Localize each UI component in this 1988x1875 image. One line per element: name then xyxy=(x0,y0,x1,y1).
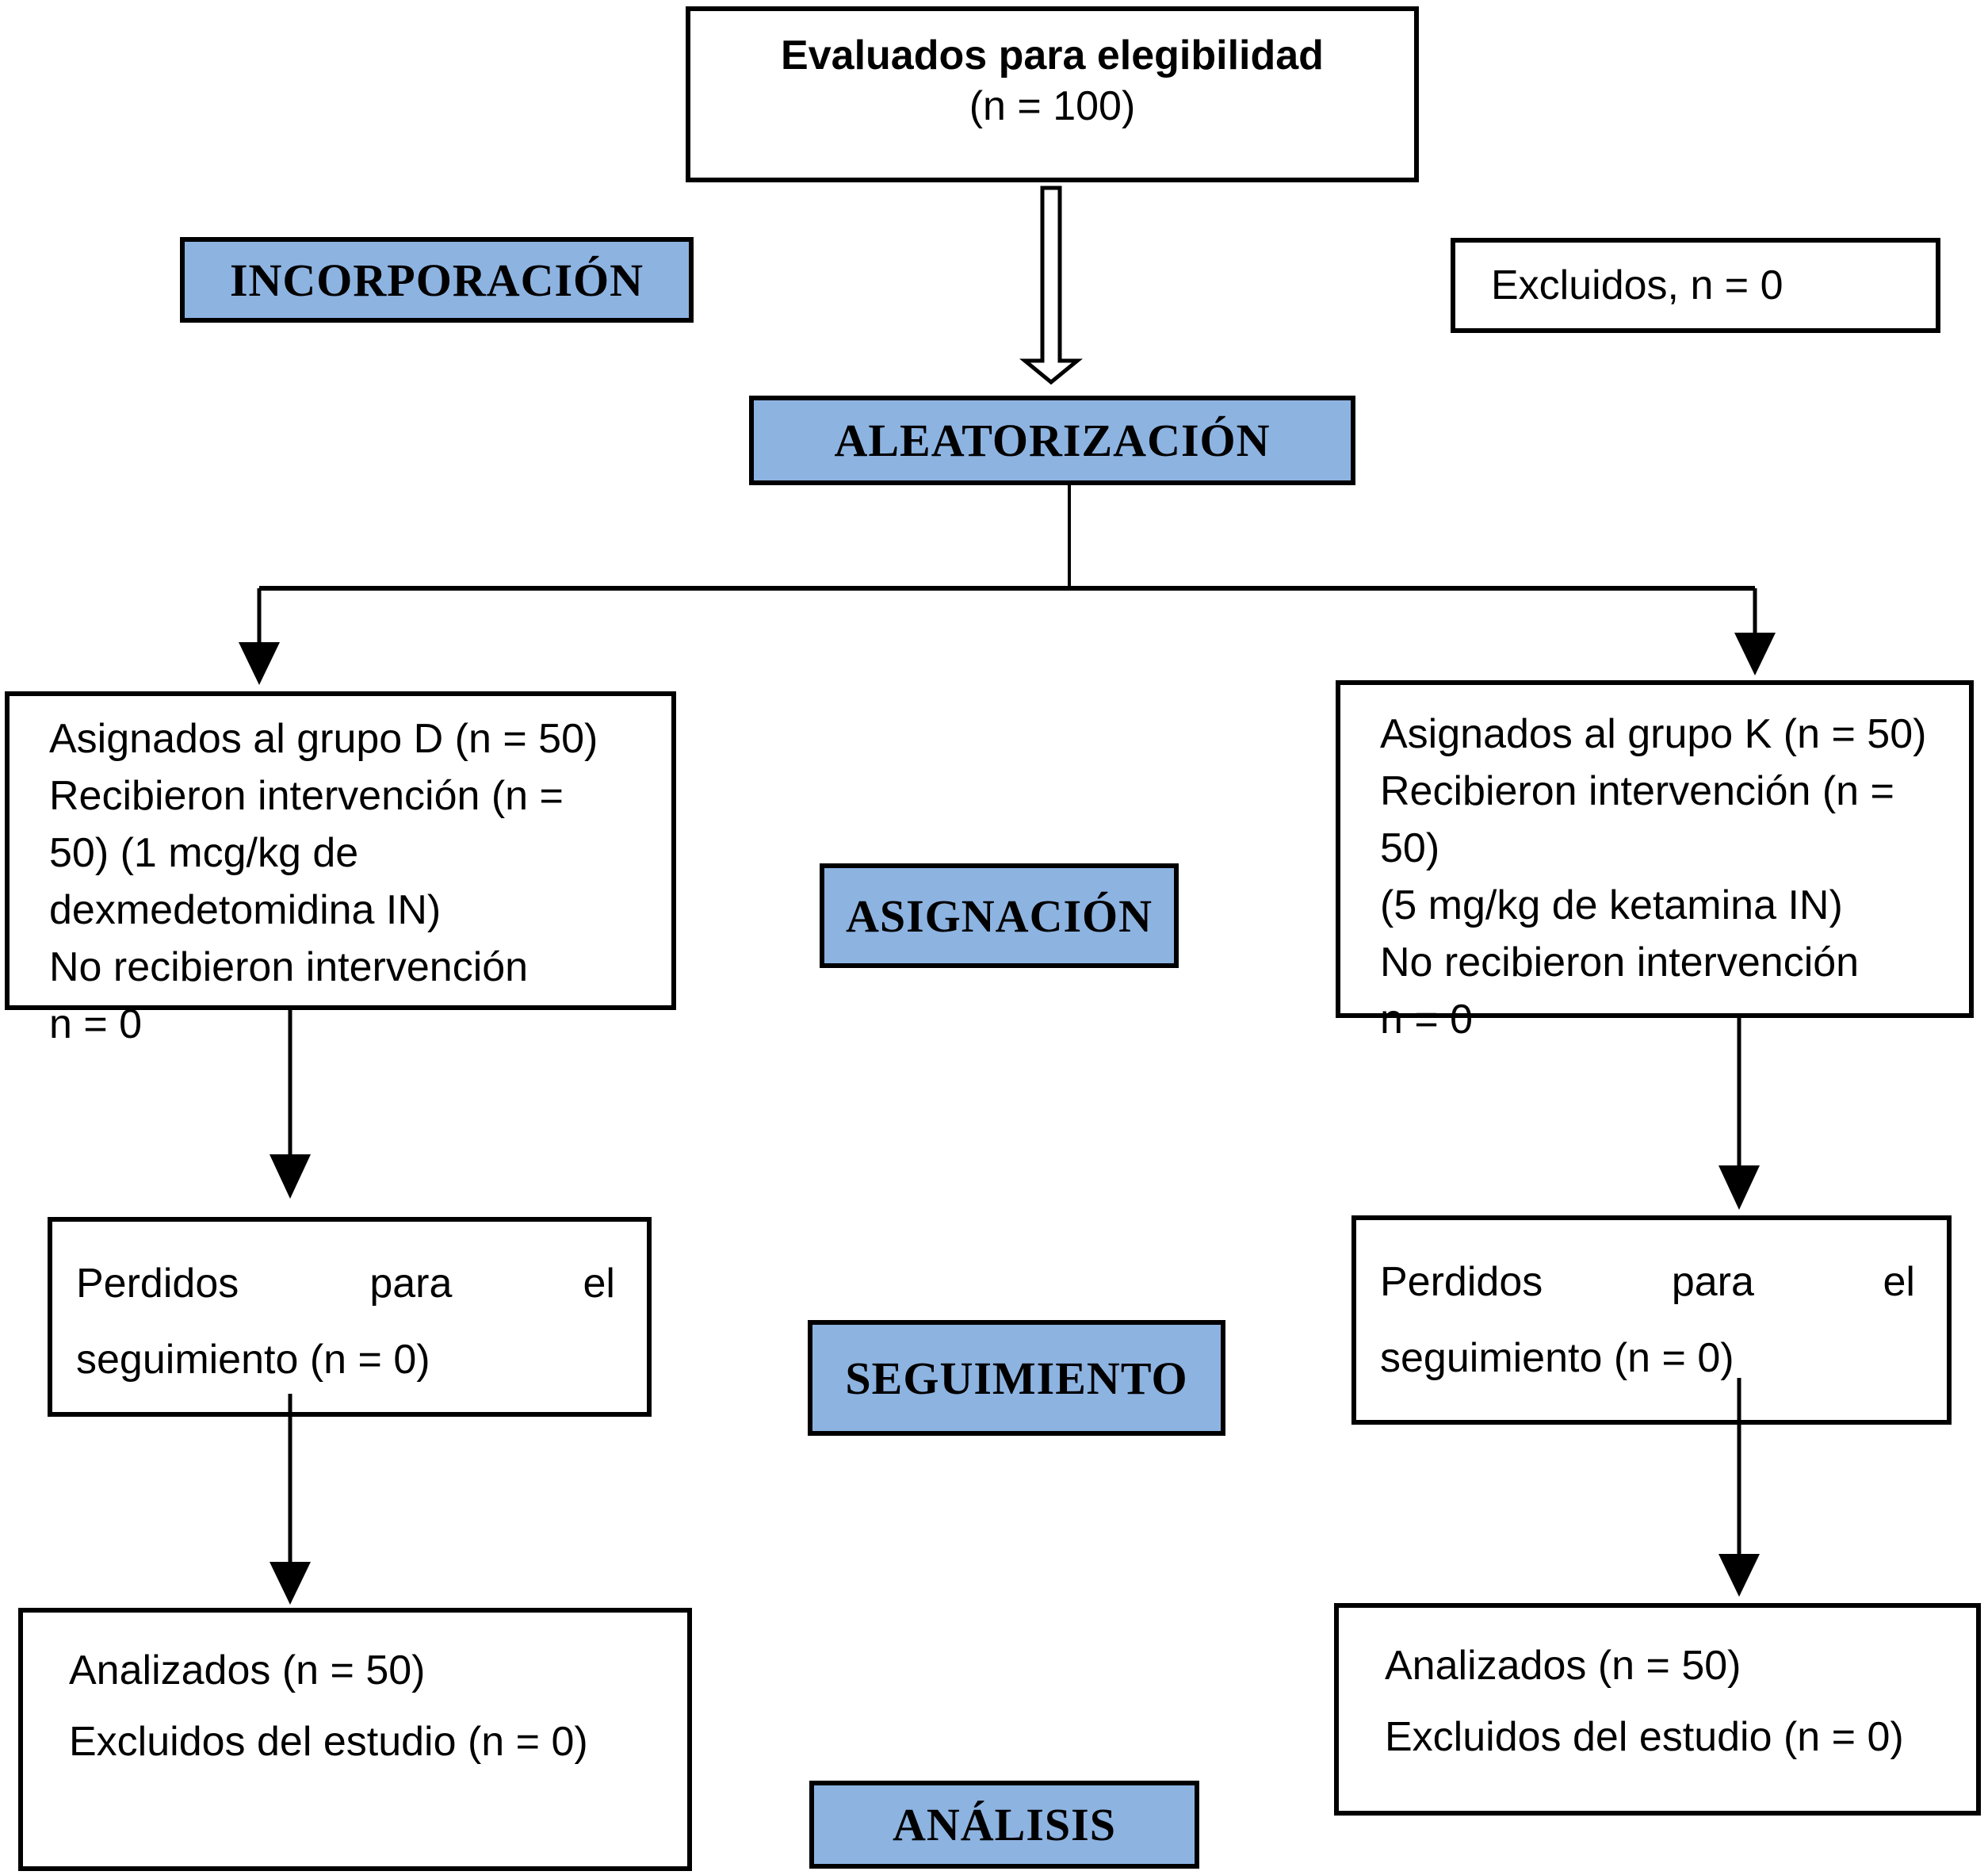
lost-followup-left-box: Perdidos para el seguimiento (n = 0) xyxy=(48,1217,652,1417)
group-k-line: No recibieron intervención xyxy=(1380,939,1860,985)
group-k-line: (5 mg/kg de ketamina IN) xyxy=(1380,882,1843,928)
lost-right-to-analyzed-arrowhead xyxy=(1718,1554,1760,1597)
stage-label-aleatorizacion: ALEATORIZACIÓN xyxy=(749,396,1355,485)
branch-left-arrowhead xyxy=(239,642,280,685)
group-d-line: 50) (1 mcg/kg de xyxy=(49,830,359,876)
group-k-box: Asignados al grupo K (n = 50) Recibieron… xyxy=(1336,680,1974,1043)
group-d-box: Asignados al grupo D (n = 50) Recibieron… xyxy=(5,691,676,1047)
analyzed-right-line2: Excluidos del estudio (n = 0) xyxy=(1385,1714,1904,1760)
lost-left-word: para xyxy=(369,1261,453,1307)
excluded-text: Excluidos, n = 0 xyxy=(1491,262,1783,308)
group-d-line: dexmedetomidina IN) xyxy=(49,887,442,933)
hollow-down-arrow xyxy=(1019,186,1084,385)
analyzed-left-line2: Excluidos del estudio (n = 0) xyxy=(69,1719,588,1765)
eligibility-box: Evaluados para elegibilidad (n = 100) xyxy=(686,6,1419,182)
lost-followup-right-line1: Perdidos para el xyxy=(1380,1244,1915,1320)
stage-label-incorporacion: INCORPORACIÓN xyxy=(180,237,694,323)
analyzed-left-box: Analizados (n = 50) Excluidos del estudi… xyxy=(18,1608,692,1871)
lost-left-word: el xyxy=(583,1261,615,1307)
lost-right-word: el xyxy=(1883,1259,1915,1305)
group-k-line: n = 0 xyxy=(1380,997,1474,1043)
eligibility-n: (n = 100) xyxy=(969,83,1136,129)
stage-label-asignacion-text: ASIGNACIÓN xyxy=(845,890,1153,942)
group-k-line: Recibieron intervención (n = xyxy=(1380,768,1894,814)
stage-label-incorporacion-text: INCORPORACIÓN xyxy=(229,254,644,306)
lost-followup-right-line2: seguimiento (n = 0) xyxy=(1380,1335,1734,1381)
lost-followup-left-line2: seguimiento (n = 0) xyxy=(76,1337,430,1383)
group-d-to-lost-arrowhead xyxy=(270,1154,311,1199)
stage-label-aleatorizacion-text: ALEATORIZACIÓN xyxy=(834,415,1271,466)
lost-right-word: Perdidos xyxy=(1380,1259,1543,1305)
group-k-line: 50) xyxy=(1380,825,1440,871)
group-k-line: Asignados al grupo K (n = 50) xyxy=(1380,711,1927,757)
stage-label-analisis-text: ANÁLISIS xyxy=(893,1799,1116,1850)
group-d-line: n = 0 xyxy=(49,1001,143,1047)
analyzed-right-box: Analizados (n = 50) Excluidos del estudi… xyxy=(1334,1603,1981,1816)
lost-left-to-analyzed-arrowhead xyxy=(270,1562,311,1605)
branch-right-arrowhead xyxy=(1734,633,1776,675)
stage-label-asignacion: ASIGNACIÓN xyxy=(820,863,1179,968)
lost-left-word: Perdidos xyxy=(76,1261,239,1307)
lost-followup-right-box: Perdidos para el seguimiento (n = 0) xyxy=(1351,1215,1952,1425)
analyzed-left-line1: Analizados (n = 50) xyxy=(69,1647,426,1693)
group-d-line: No recibieron intervención xyxy=(49,944,529,990)
group-d-line: Recibieron intervención (n = xyxy=(49,773,564,819)
eligibility-title: Evaluados para elegibilidad xyxy=(781,33,1324,78)
stage-label-seguimiento: SEGUIMIENTO xyxy=(808,1320,1225,1436)
group-d-line: Asignados al grupo D (n = 50) xyxy=(49,716,598,762)
excluded-box: Excluidos, n = 0 xyxy=(1451,238,1940,333)
analyzed-right-line1: Analizados (n = 50) xyxy=(1385,1643,1741,1689)
stage-label-seguimiento-text: SEGUIMIENTO xyxy=(845,1352,1188,1404)
group-k-to-lost-arrowhead xyxy=(1718,1165,1760,1210)
lost-followup-left-line1: Perdidos para el xyxy=(76,1246,615,1322)
lost-right-word: para xyxy=(1671,1259,1754,1305)
stage-label-analisis: ANÁLISIS xyxy=(809,1781,1199,1869)
